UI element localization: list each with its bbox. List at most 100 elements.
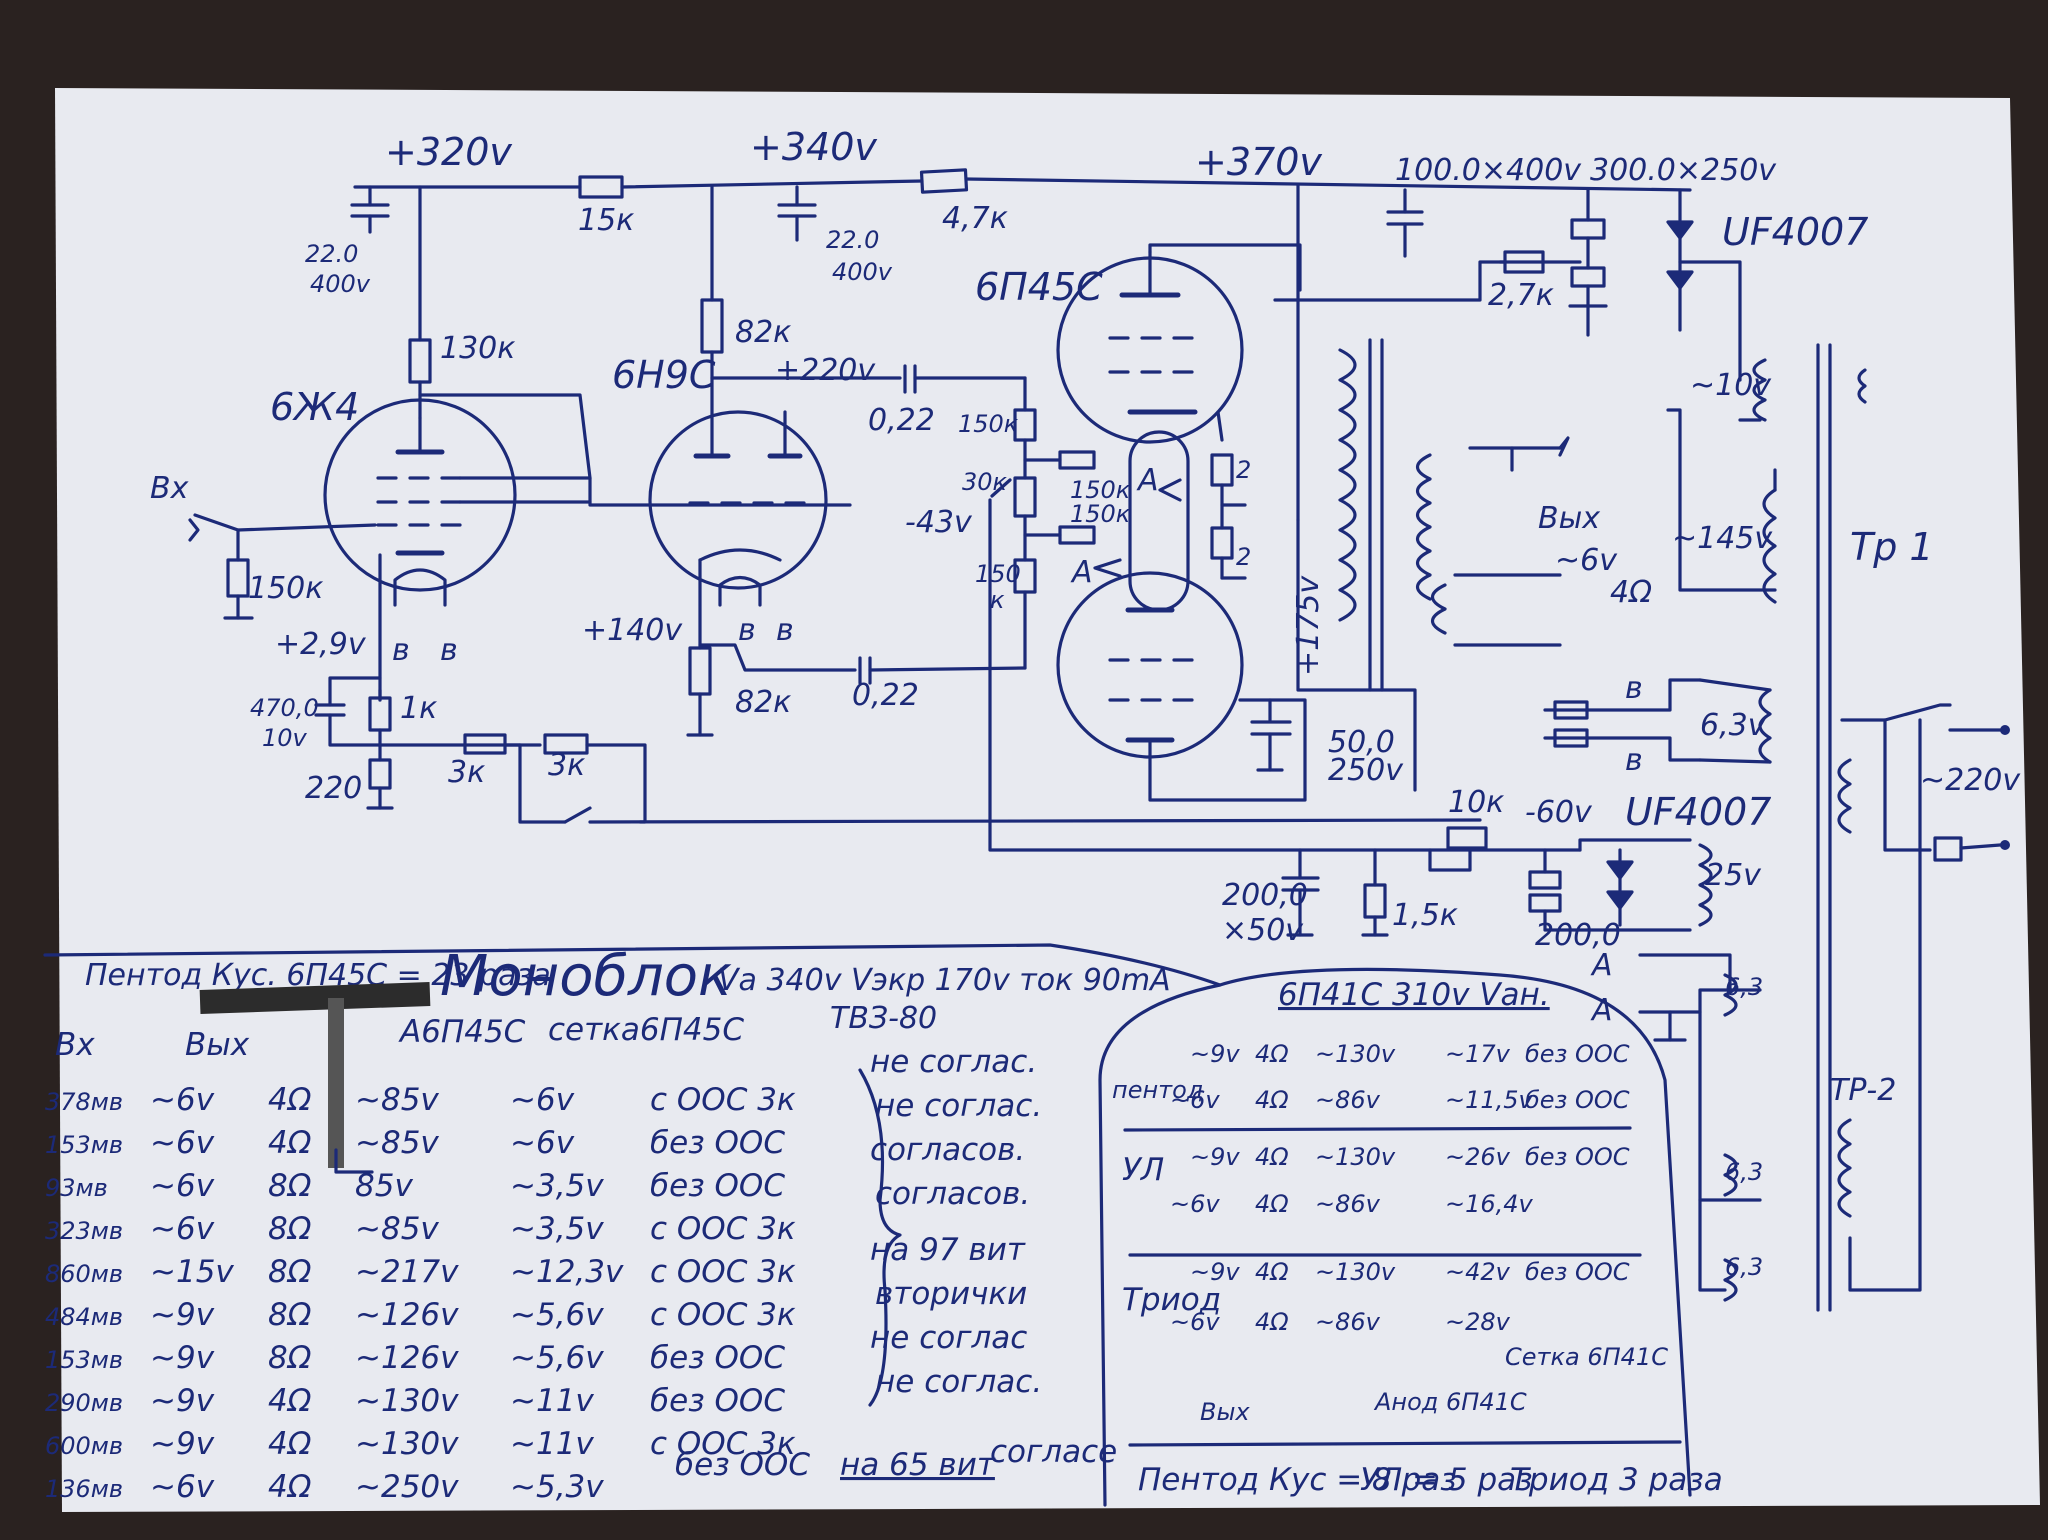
col-grid: сетка6П45С <box>548 1012 744 1048</box>
r220-label: 220 <box>305 771 362 806</box>
marker-arrow <box>334 1148 374 1174</box>
cap300-label: 300.0×250v <box>1590 153 1777 188</box>
r82a-label: 82к <box>735 315 791 350</box>
output-secondary <box>1415 436 1570 647</box>
r15kb-label: 1,5к <box>1392 898 1458 933</box>
right-cell-a: ~130v <box>1315 1143 1396 1171</box>
table-cell-vin: 600мв <box>45 1432 123 1460</box>
tube-6zh4-label: 6Ж4 <box>270 385 359 429</box>
summary-ul: УЛ = 5 раз <box>1360 1462 1533 1498</box>
w63b-label: 6,3 <box>1725 973 1763 1001</box>
rail-320v: +320v <box>385 130 512 174</box>
heater-windings-6-3 <box>1638 953 1762 1302</box>
rail-140v: +140v <box>582 613 683 648</box>
c50-voltage: 250v <box>1328 753 1404 788</box>
right-cell-a: ~130v <box>1315 1040 1396 1068</box>
table-cell-vout: ~9v <box>150 1383 215 1419</box>
out-impedance: 4Ω <box>1610 575 1652 610</box>
w145-label: ~145v <box>1672 521 1773 556</box>
table-cell-grid: ~5,6v <box>510 1297 604 1333</box>
r30k-label: 30к <box>962 468 1008 496</box>
rail-2-9v: +2,9v <box>275 627 367 662</box>
table-cell-fb: с ООС 3к <box>650 1254 796 1290</box>
table-cell-anode: ~85v <box>355 1211 439 1247</box>
table-cell-anode: ~126v <box>355 1297 459 1333</box>
table-cell-anode: 85v <box>355 1168 413 1204</box>
agreement-note: вторички <box>875 1276 1027 1312</box>
heater-b1: в <box>392 633 410 668</box>
rail-340v: +340v <box>750 125 877 169</box>
resistor-82k-plate <box>700 185 724 380</box>
table-cell-vin: 484мв <box>45 1303 123 1331</box>
table-cell-anode: ~250v <box>355 1469 459 1505</box>
bottom-agree: согласе <box>990 1434 1117 1470</box>
table-cell-fb: с ООС 3к <box>650 1297 796 1333</box>
table-cell-vout: ~9v <box>150 1340 215 1376</box>
table-cell-vin: 860мв <box>45 1260 123 1288</box>
notes-divider <box>43 943 1692 1497</box>
table-cell-vin: 323мв <box>45 1217 123 1245</box>
summary-triode: Триод 3 раза <box>1510 1462 1723 1498</box>
cap-22uf-a <box>350 185 390 234</box>
marker-bar-vertical <box>328 998 344 1168</box>
table-cell-r: 4Ω <box>268 1082 312 1118</box>
c470-label: 470,0 <box>250 694 319 722</box>
tube-6p45s-label: 6П45С <box>975 265 1103 309</box>
r150a-label: 150к <box>958 410 1019 438</box>
tr2-label: ТР-2 <box>1830 1073 1896 1108</box>
tube-6n9s-label: 6Н9С <box>612 353 716 397</box>
monoblock-title: Моноблок <box>440 944 732 1009</box>
w10-label: ~10v <box>1690 368 1772 403</box>
right-cell-v: ~6v <box>1170 1190 1220 1218</box>
table-cell-vin: 93мв <box>45 1174 108 1202</box>
r150c-label: 150к <box>1070 500 1131 528</box>
transformer-label: ТВЗ-80 <box>830 1001 937 1036</box>
mains-label: ~220v <box>1920 763 2021 798</box>
c200a-label: 200,0 <box>1222 878 1308 913</box>
table-cell-grid: ~11v <box>510 1426 594 1462</box>
table-cell-anode: ~85v <box>355 1125 439 1161</box>
table-cell-anode: ~85v <box>355 1082 439 1118</box>
heater-a3: А <box>1590 948 1613 983</box>
w25-label: 25v <box>1705 858 1762 893</box>
row-sep-1 <box>1123 1126 1632 1132</box>
cap-22b-voltage: 400v <box>832 258 893 286</box>
right-cell-v: ~6v <box>1170 1086 1220 1114</box>
arrow-grid: Сетка 6П41С <box>1505 1343 1668 1371</box>
table-cell-grid: ~3,5v <box>510 1168 604 1204</box>
ul-label: УЛ <box>1122 1152 1164 1188</box>
right-cell-g: ~17v <box>1445 1040 1511 1068</box>
r2b-label: 2 <box>1236 543 1251 571</box>
right-cell-a: ~86v <box>1315 1086 1381 1114</box>
heater-a2: А <box>1070 555 1093 590</box>
r150d-k: к <box>990 586 1005 614</box>
table-cell-vin: 290мв <box>45 1389 123 1417</box>
agreement-note: согласов. <box>875 1176 1030 1212</box>
paper-sheet <box>55 88 2040 1512</box>
table-cell-vout: ~6v <box>150 1168 215 1204</box>
table-cell-vout: ~6v <box>150 1082 215 1118</box>
right-cell-g: ~11,5v <box>1445 1086 1534 1114</box>
right-cell-a: ~86v <box>1315 1190 1381 1218</box>
table-cell-r: 4Ω <box>268 1426 312 1462</box>
rail-minus60v: -60v <box>1525 795 1593 830</box>
table-cell-grid: ~11v <box>510 1383 594 1419</box>
cap-22a-value: 22.0 <box>305 240 358 268</box>
diode2-label: UF4007 <box>1625 790 1771 834</box>
right-cell-r: 4Ω <box>1255 1190 1289 1218</box>
w63d-label: 6,3 <box>1725 1253 1763 1281</box>
notes-divider-inner <box>1098 983 1222 1507</box>
table-cell-r: 8Ω <box>268 1254 312 1290</box>
mains-input <box>1837 703 2010 1292</box>
right-cell-g: ~42v <box>1445 1258 1511 1286</box>
table-cell-r: 8Ω <box>268 1211 312 1247</box>
heater-a1: А <box>1136 463 1159 498</box>
table-cell-anode: ~130v <box>355 1383 459 1419</box>
table-cell-r: 4Ω <box>268 1469 312 1505</box>
agreement-note: согласов. <box>870 1132 1025 1168</box>
input-label: Вх <box>150 471 189 506</box>
col-out: Вых <box>185 1027 250 1063</box>
bias-network <box>988 376 1582 852</box>
